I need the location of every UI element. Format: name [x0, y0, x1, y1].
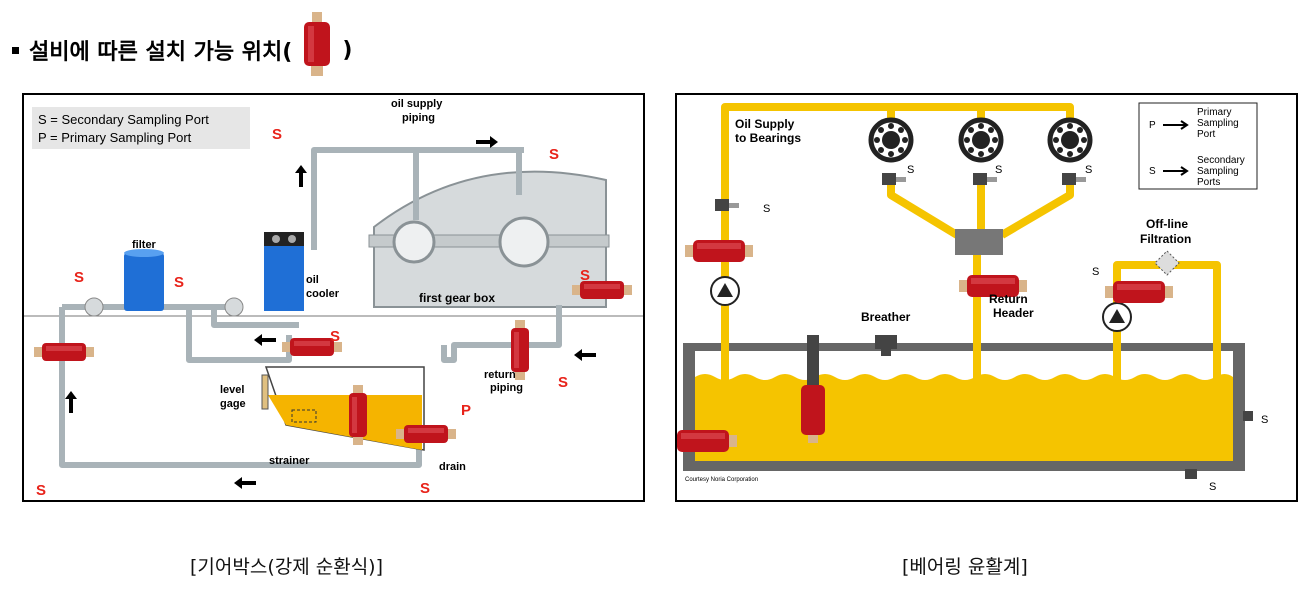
to-bearings-label: to Bearings	[735, 131, 801, 145]
manifold	[955, 229, 1003, 255]
legend-secondary: S = Secondary Sampling Port	[38, 112, 209, 127]
sampling-valve-icon	[511, 320, 529, 380]
sampling-valve-icon	[304, 12, 331, 76]
sampling-valve-icon	[677, 430, 737, 452]
gage-label: gage	[220, 398, 246, 410]
header-label: Header	[993, 306, 1034, 320]
bearing-diagram: Breather S S S S S S S	[675, 93, 1298, 502]
s-marker: S	[174, 274, 184, 291]
pump-icon	[84, 297, 104, 317]
bearing-icon	[1050, 120, 1090, 160]
legend-secondary: Secondary	[1197, 155, 1245, 166]
legend-s: S	[1149, 166, 1156, 177]
page-title: 설비에 따른 설치 가능 위치( )	[12, 12, 353, 78]
title-close: )	[342, 37, 353, 63]
bearing-icon	[961, 120, 1001, 160]
legend-box	[32, 107, 250, 149]
oil-level	[268, 395, 422, 450]
s-marker: S	[549, 146, 559, 163]
s-marker: S	[1085, 164, 1092, 176]
oil-reservoir	[695, 374, 1233, 461]
s-marker: S	[1092, 266, 1099, 278]
gear-icon-large	[498, 216, 550, 268]
sampling-valve-icon	[34, 343, 94, 361]
filter-label: filter	[132, 239, 157, 251]
sampling-valve-icon	[396, 425, 456, 443]
oil-supply-label: Oil Supply	[735, 117, 795, 131]
legend-primary: Primary	[1197, 107, 1231, 118]
s-marker: S	[995, 164, 1002, 176]
s-marker: S	[330, 328, 340, 345]
sampling-valve-icon	[685, 240, 753, 262]
breather-label: Breather	[861, 310, 911, 324]
gear-icon	[392, 220, 436, 264]
s-marker: S	[74, 269, 84, 286]
sampling-valve-icon	[349, 385, 367, 445]
s-marker: S	[763, 203, 770, 215]
legend-primary: P = Primary Sampling Port	[38, 130, 192, 145]
return-label: Return	[989, 292, 1028, 306]
s-marker: S	[1209, 481, 1216, 493]
strainer-label: strainer	[269, 455, 310, 467]
s-marker: S	[580, 267, 590, 284]
sampling-valve-vertical-icon	[801, 335, 825, 443]
offline-label: Off-line	[1146, 217, 1188, 231]
drain-label: drain	[439, 461, 466, 473]
s-marker: S	[420, 480, 430, 497]
arrow-icon	[1163, 120, 1189, 130]
bearing-diagram-svg: Breather S S S S S S S	[677, 102, 1268, 493]
courtesy-label: Courtesy Noria Corporation	[685, 477, 758, 483]
pump-icon	[224, 297, 244, 317]
title-text: 설비에 따른 설치 가능 위치(	[29, 40, 293, 65]
gearbox-diagram: S = Secondary Sampling Port P = Primary …	[22, 93, 645, 502]
return-piping-label: piping	[490, 382, 523, 394]
legend-sampling: Sampling	[1197, 118, 1239, 129]
oil-label: oil	[306, 274, 319, 286]
legend-port: Port	[1197, 129, 1216, 140]
legend-p: P	[1149, 120, 1156, 131]
s-marker: S	[1261, 414, 1268, 426]
filtration-label: Filtration	[1140, 232, 1191, 246]
legend-box	[1138, 102, 1258, 190]
arrow-icon	[1163, 166, 1189, 176]
sampling-valve-icon	[1105, 281, 1173, 303]
piping-label: piping	[402, 112, 435, 124]
level-label: level	[220, 384, 244, 396]
s-marker: S	[272, 126, 282, 143]
left-caption: [기어박스(강제 순환식)]	[190, 556, 384, 578]
bearing-icon	[871, 120, 911, 160]
legend-sampling2: Sampling	[1197, 166, 1239, 177]
oil-cooler	[264, 245, 304, 311]
s-marker: S	[36, 482, 46, 499]
bullet-icon	[12, 46, 19, 54]
gear-box-label: first gear box	[419, 291, 495, 305]
filter-icon	[1154, 250, 1180, 276]
right-caption: [베어링 윤활계]	[902, 556, 1028, 578]
p-marker: P	[461, 402, 471, 419]
filter-housing	[124, 253, 164, 311]
sampling-ports	[715, 173, 1253, 479]
flow-arrows	[65, 136, 596, 489]
gearbox-diagram-svg: S = Secondary Sampling Port P = Primary …	[24, 98, 643, 499]
legend-ports: Ports	[1197, 177, 1220, 188]
return-label: return	[484, 369, 516, 381]
cooler-label: cooler	[306, 288, 340, 300]
s-marker: S	[558, 374, 568, 391]
s-marker: S	[907, 164, 914, 176]
oil-supply-label: oil supply	[391, 98, 443, 110]
